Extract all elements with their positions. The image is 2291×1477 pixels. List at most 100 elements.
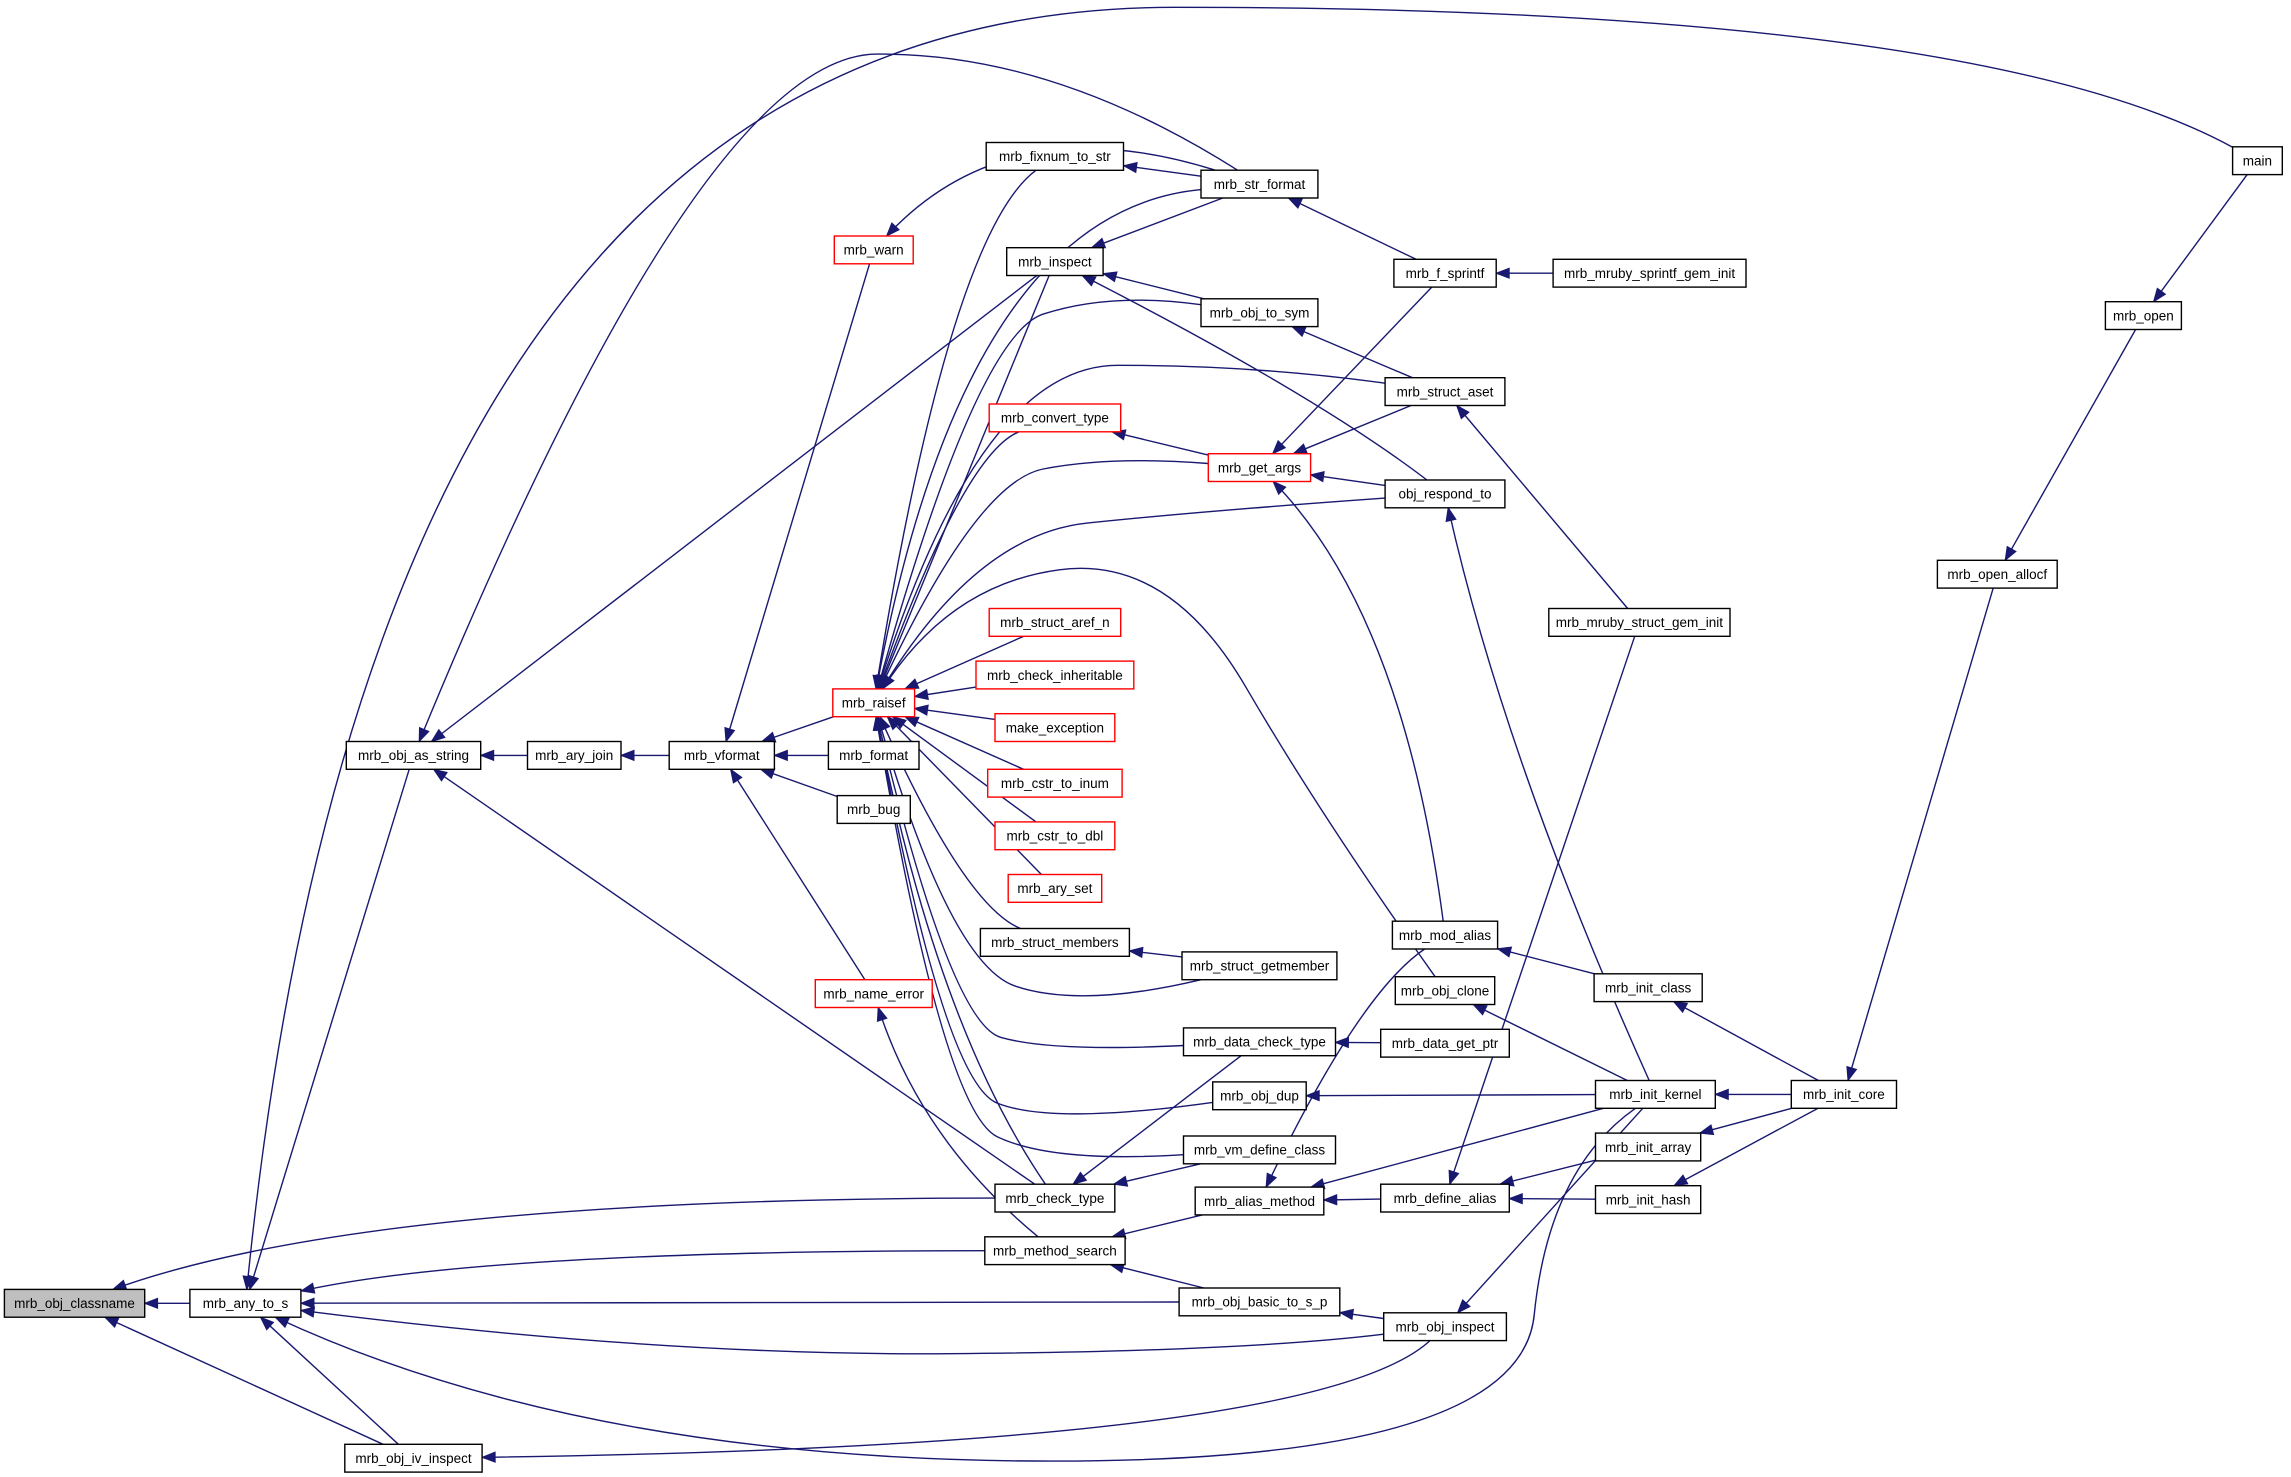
- node-mrb_format[interactable]: mrb_format: [827, 740, 920, 770]
- node-box[interactable]: [3, 1288, 146, 1318]
- node-mrb_mod_alias[interactable]: mrb_mod_alias: [1391, 920, 1499, 950]
- node-box[interactable]: [189, 1288, 302, 1318]
- node-box[interactable]: [985, 141, 1125, 171]
- node-box[interactable]: [344, 1443, 483, 1473]
- node-mrb_init_kernel[interactable]: mrb_init_kernel: [1594, 1079, 1717, 1109]
- node-make_exception[interactable]: make_exception: [994, 713, 1116, 743]
- node-box[interactable]: [1594, 1079, 1717, 1109]
- node-box[interactable]: [984, 1236, 1126, 1266]
- node-box[interactable]: [1200, 169, 1319, 199]
- node-mrb_raisef[interactable]: mrb_raisef: [832, 688, 916, 718]
- node-box[interactable]: [975, 660, 1135, 690]
- node-box[interactable]: [668, 740, 776, 770]
- node-box[interactable]: [979, 927, 1131, 957]
- node-box[interactable]: [1200, 298, 1319, 328]
- node-mrb_mruby_struct_gem_init[interactable]: mrb_mruby_struct_gem_init: [1548, 607, 1731, 637]
- node-box[interactable]: [814, 979, 933, 1009]
- node-box[interactable]: [1394, 976, 1496, 1006]
- node-box[interactable]: [1178, 1287, 1341, 1317]
- node-mrb_warn[interactable]: mrb_warn: [833, 235, 914, 265]
- node-mrb_struct_members[interactable]: mrb_struct_members: [979, 927, 1131, 957]
- node-mrb_get_args[interactable]: mrb_get_args: [1207, 453, 1312, 483]
- node-mrb_obj_basic_to_s_p[interactable]: mrb_obj_basic_to_s_p: [1178, 1287, 1341, 1317]
- node-mrb_obj_to_sym[interactable]: mrb_obj_to_sym: [1200, 298, 1319, 328]
- node-mrb_alias_method[interactable]: mrb_alias_method: [1194, 1186, 1325, 1216]
- node-mrb_data_get_ptr[interactable]: mrb_data_get_ptr: [1379, 1028, 1510, 1058]
- node-mrb_obj_iv_inspect[interactable]: mrb_obj_iv_inspect: [344, 1443, 483, 1473]
- node-mrb_obj_as_string[interactable]: mrb_obj_as_string: [345, 740, 482, 770]
- node-box[interactable]: [1594, 1132, 1702, 1162]
- node-mrb_data_check_type[interactable]: mrb_data_check_type: [1182, 1027, 1337, 1057]
- node-box[interactable]: [1211, 1081, 1307, 1111]
- node-box[interactable]: [994, 1183, 1116, 1213]
- node-mrb_name_error[interactable]: mrb_name_error: [814, 979, 933, 1009]
- node-mrb_init_class[interactable]: mrb_init_class: [1593, 973, 1703, 1003]
- node-box[interactable]: [2104, 301, 2183, 331]
- node-mrb_open[interactable]: mrb_open: [2104, 301, 2183, 331]
- node-box[interactable]: [833, 235, 914, 265]
- node-box[interactable]: [1382, 1312, 1508, 1342]
- node-mrb_inspect[interactable]: mrb_inspect: [1006, 246, 1104, 277]
- node-mrb_cstr_to_dbl[interactable]: mrb_cstr_to_dbl: [994, 821, 1116, 851]
- node-mrb_vm_define_class[interactable]: mrb_vm_define_class: [1182, 1135, 1337, 1165]
- node-mrb_fixnum_to_str[interactable]: mrb_fixnum_to_str: [985, 141, 1125, 171]
- node-box[interactable]: [987, 768, 1123, 798]
- node-mrb_obj_classname[interactable]: mrb_obj_classname: [3, 1288, 146, 1318]
- node-box[interactable]: [994, 821, 1116, 851]
- node-box[interactable]: [832, 688, 916, 718]
- node-mrb_f_sprintf[interactable]: mrb_f_sprintf: [1393, 258, 1497, 288]
- node-box[interactable]: [1379, 1183, 1510, 1213]
- node-mrb_struct_aset[interactable]: mrb_struct_aset: [1384, 377, 1506, 407]
- node-mrb_cstr_to_inum[interactable]: mrb_cstr_to_inum: [987, 768, 1123, 798]
- node-box[interactable]: [1194, 1186, 1325, 1216]
- node-mrb_mruby_sprintf_gem_init[interactable]: mrb_mruby_sprintf_gem_init: [1552, 258, 1747, 288]
- node-mrb_ary_set[interactable]: mrb_ary_set: [1007, 873, 1103, 903]
- node-box[interactable]: [1007, 873, 1103, 903]
- node-box[interactable]: [1936, 559, 2058, 589]
- node-mrb_obj_inspect[interactable]: mrb_obj_inspect: [1382, 1312, 1508, 1342]
- node-obj_respond_to[interactable]: obj_respond_to: [1384, 479, 1506, 509]
- node-mrb_init_core[interactable]: mrb_init_core: [1790, 1079, 1898, 1109]
- node-mrb_check_inheritable[interactable]: mrb_check_inheritable: [975, 660, 1135, 690]
- node-box[interactable]: [1207, 453, 1312, 483]
- node-box[interactable]: [1552, 258, 1747, 288]
- node-mrb_init_array[interactable]: mrb_init_array: [1594, 1132, 1702, 1162]
- node-main[interactable]: main: [2231, 146, 2284, 176]
- node-mrb_open_allocf[interactable]: mrb_open_allocf: [1936, 559, 2058, 589]
- node-box[interactable]: [1593, 973, 1703, 1003]
- node-mrb_any_to_s[interactable]: mrb_any_to_s: [189, 1288, 302, 1318]
- node-box[interactable]: [1379, 1028, 1510, 1058]
- node-mrb_vformat[interactable]: mrb_vformat: [668, 740, 776, 770]
- node-mrb_init_hash[interactable]: mrb_init_hash: [1594, 1184, 1702, 1215]
- node-box[interactable]: [1384, 377, 1506, 407]
- node-box[interactable]: [1384, 479, 1506, 509]
- node-mrb_obj_clone[interactable]: mrb_obj_clone: [1394, 976, 1496, 1006]
- node-box[interactable]: [836, 794, 912, 825]
- node-box[interactable]: [1790, 1079, 1898, 1109]
- node-box[interactable]: [1393, 258, 1497, 288]
- node-box[interactable]: [1181, 951, 1338, 981]
- node-box[interactable]: [1006, 246, 1104, 277]
- node-box[interactable]: [988, 403, 1122, 433]
- node-mrb_define_alias[interactable]: mrb_define_alias: [1379, 1183, 1510, 1213]
- node-box[interactable]: [827, 740, 920, 770]
- node-mrb_convert_type[interactable]: mrb_convert_type: [988, 403, 1122, 433]
- node-mrb_struct_getmember[interactable]: mrb_struct_getmember: [1181, 951, 1338, 981]
- node-box[interactable]: [1182, 1027, 1337, 1057]
- node-box[interactable]: [988, 607, 1122, 637]
- node-box[interactable]: [1391, 920, 1499, 950]
- node-mrb_bug[interactable]: mrb_bug: [836, 794, 912, 825]
- node-mrb_method_search[interactable]: mrb_method_search: [984, 1236, 1126, 1266]
- node-mrb_str_format[interactable]: mrb_str_format: [1200, 169, 1319, 199]
- node-box[interactable]: [1594, 1184, 1702, 1215]
- node-box[interactable]: [345, 740, 482, 770]
- node-box[interactable]: [994, 713, 1116, 743]
- node-mrb_check_type[interactable]: mrb_check_type: [994, 1183, 1116, 1213]
- node-box[interactable]: [2231, 146, 2284, 176]
- node-mrb_ary_join[interactable]: mrb_ary_join: [526, 740, 622, 770]
- node-mrb_obj_dup[interactable]: mrb_obj_dup: [1211, 1081, 1307, 1111]
- node-box[interactable]: [1548, 607, 1731, 637]
- node-mrb_struct_aref_n[interactable]: mrb_struct_aref_n: [988, 607, 1122, 637]
- node-box[interactable]: [526, 740, 622, 770]
- node-box[interactable]: [1182, 1135, 1337, 1165]
